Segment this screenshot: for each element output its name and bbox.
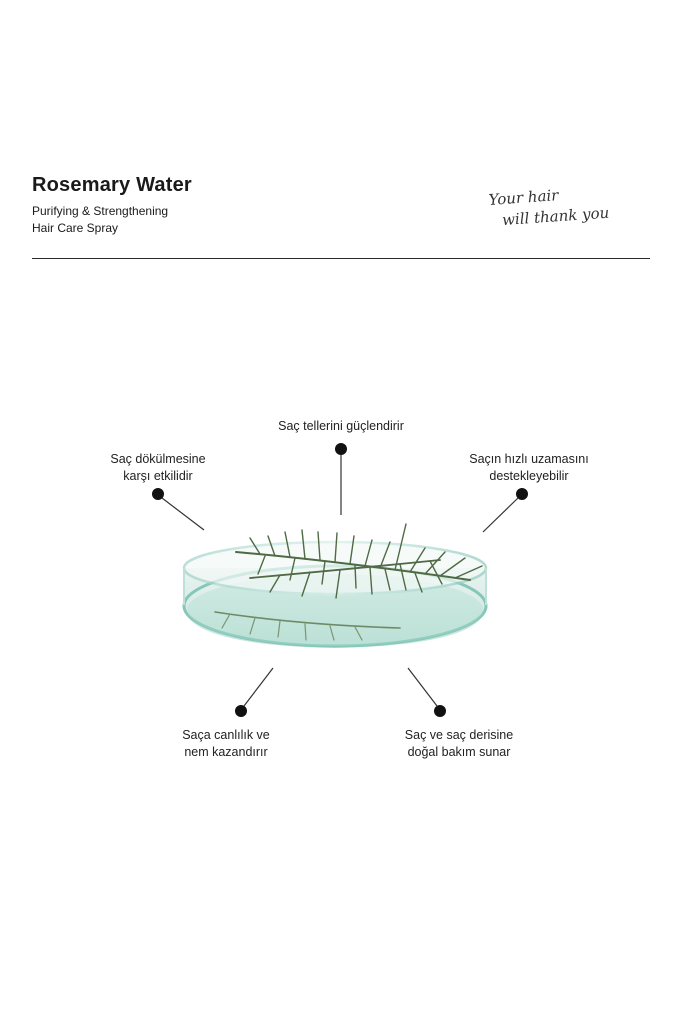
header-divider — [32, 258, 650, 259]
benefit-bottom-right-line-1: Saç ve saç derisine — [404, 728, 514, 742]
product-subtitle: Purifying & Strengthening Hair Care Spra… — [32, 203, 252, 237]
connector-top — [335, 443, 347, 515]
benefit-bottom-left-line-2: nem kazandırır — [184, 745, 268, 759]
connector-left — [152, 488, 205, 531]
benefit-bottom-left-line-1: Saça canlılık ve — [182, 728, 270, 742]
subtitle-line-2: Hair Care Spray — [32, 221, 119, 235]
rosemary-sprigs — [214, 523, 483, 641]
benefit-right-line-2: destekleyebilir — [489, 469, 569, 483]
benefit-right-line-1: Saçın hızlı uzamasını — [469, 452, 589, 466]
benefit-top-text: Saç tellerini güçlendirir — [278, 419, 404, 433]
connector-bottom-left — [235, 667, 274, 717]
benefit-bottom-right: Saç ve saç derisine doğal bakım sunar — [374, 727, 544, 761]
benefit-left-line-2: karşı etkilidir — [123, 469, 193, 483]
benefit-top: Saç tellerini güçlendirir — [251, 418, 431, 435]
benefit-right: Saçın hızlı uzamasını destekleyebilir — [444, 451, 614, 485]
connector-bottom-right — [407, 667, 446, 717]
benefit-bottom-right-line-2: doğal bakım sunar — [407, 745, 511, 759]
benefit-left-line-1: Saç dökülmesine — [110, 452, 206, 466]
product-title: Rosemary Water — [32, 174, 192, 196]
benefit-left: Saç dökülmesine karşı etkilidir — [88, 451, 228, 485]
connector-right — [482, 488, 528, 533]
benefit-bottom-left: Saça canlılık ve nem kazandırır — [156, 727, 296, 761]
subtitle-line-1: Purifying & Strengthening — [32, 204, 169, 218]
